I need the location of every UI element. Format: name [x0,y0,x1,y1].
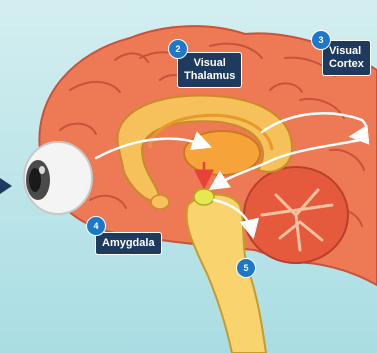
cerebellum [244,167,348,263]
visual-thalamus-label: Visual Thalamus [177,52,242,88]
badge-amygdala: 4 [86,216,106,236]
visual-cortex-line2: Cortex [329,58,364,71]
amygdala-label: Amygdala [95,232,162,255]
amygdala [194,189,214,205]
eye-icon [24,142,92,214]
visual-thalamus-line1: Visual [184,57,235,70]
thalamus [184,131,260,175]
hippocampus [151,195,169,209]
amygdala-label-text: Amygdala [102,237,155,249]
badge-visual-cortex: 3 [311,30,331,50]
badge-brainstem-output: 5 [236,258,256,278]
visual-cortex-line1: Visual [329,45,364,58]
badge-visual-thalamus: 2 [168,39,188,59]
visual-thalamus-line2: Thalamus [184,70,235,83]
